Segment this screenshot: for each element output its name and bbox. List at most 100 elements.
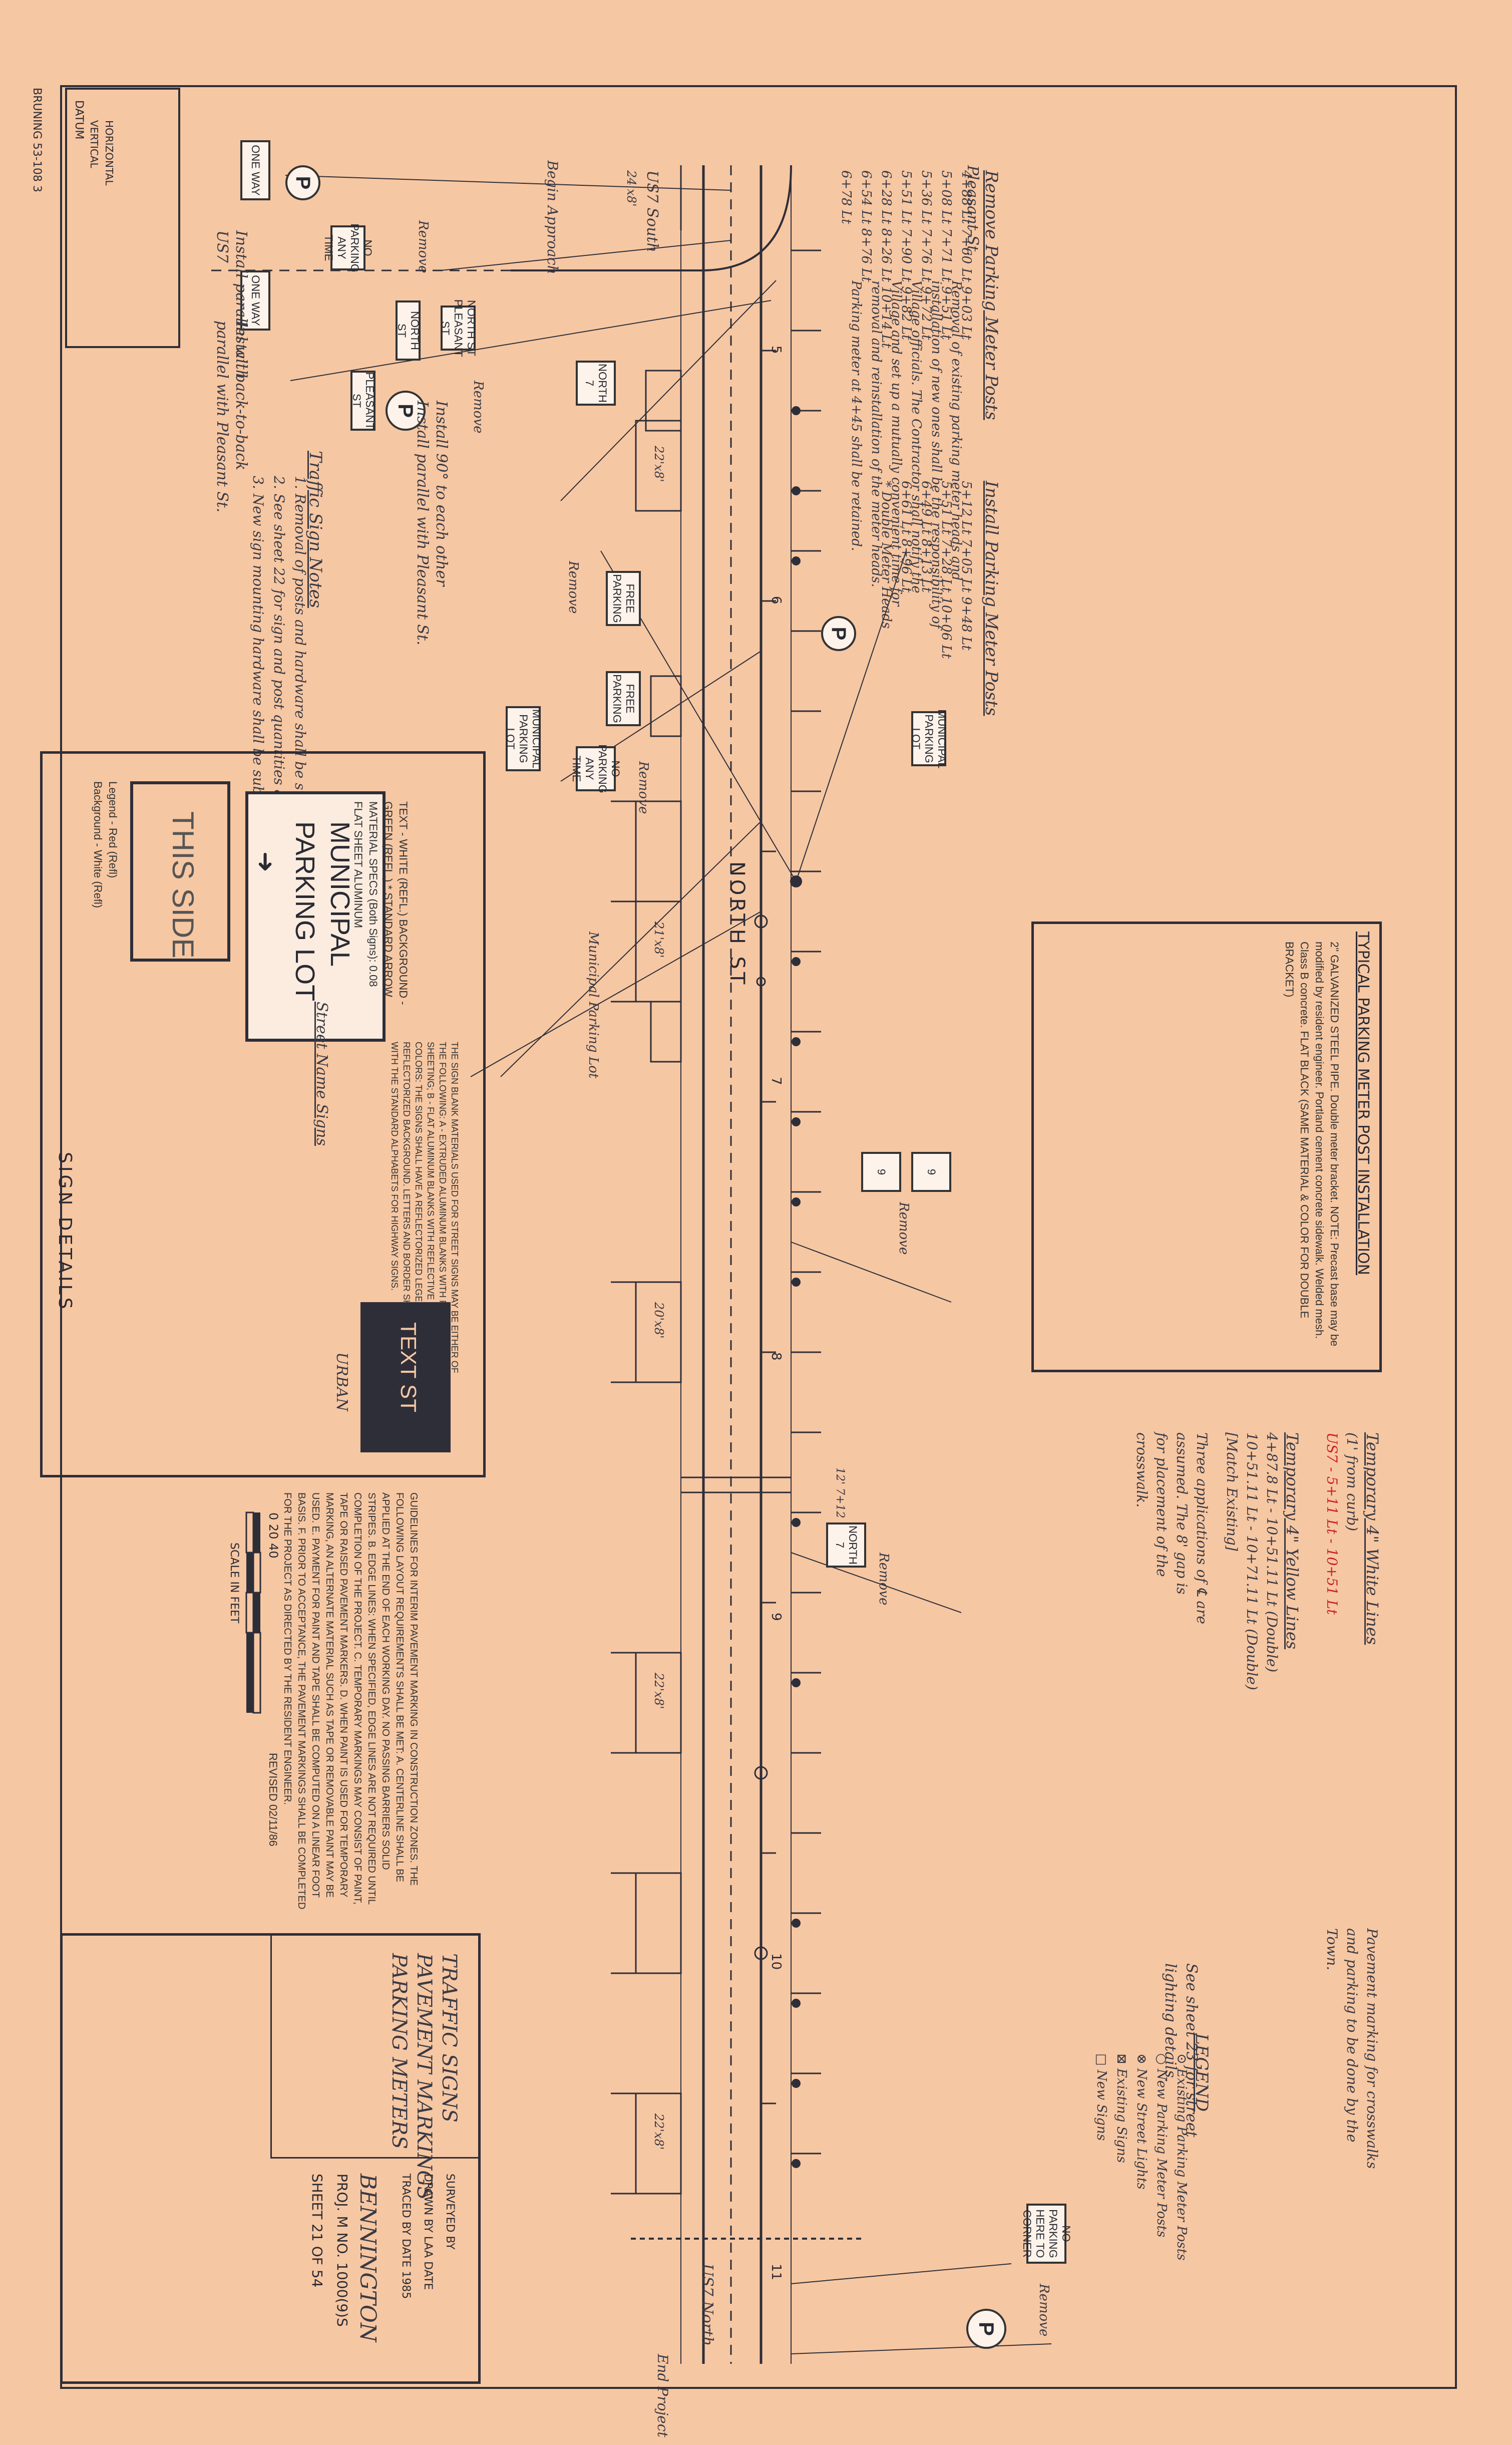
this-side-text: THIS SIDE — [166, 811, 200, 959]
station-ticks — [761, 350, 776, 2104]
applications-line-2: assumed. The 8' gap is — [1174, 1432, 1190, 1595]
legend-title: LEGEND — [1192, 2033, 1212, 2112]
install-note-3-line2: Install parallel with Pleasant St. — [414, 401, 431, 646]
municipal-detail-arrow: ➜ — [251, 851, 280, 872]
revised-note: REVISED 02/11/86 — [267, 1753, 279, 1847]
station-9: 9 — [769, 1613, 784, 1621]
temp-white-lines: (1' from curb) US7 - 5+11 Lt - 10+51 Lt — [1322, 1432, 1362, 1615]
legend-new-meter: ○ New Parking Meter Posts — [1154, 2053, 1169, 2238]
install-note-2-line2: parallel with Pleasant St. — [213, 321, 231, 513]
station-7: 7 — [769, 1077, 784, 1085]
temp-yellow-lines-title: Temporary 4" Yellow Lines — [1283, 1432, 1302, 1650]
three-applications-note: Three applications of ℄ are assumed. The… — [1131, 1432, 1212, 1624]
remove-label-7: Remove — [471, 381, 486, 434]
remove-label-4: Remove — [876, 1553, 891, 1606]
title-parking-meters: PARKING METERS — [388, 1953, 411, 2150]
install-note-3: Install 90° to each other Install parall… — [413, 401, 451, 646]
pleasant-st-street-sign: PLEASANT ST — [350, 371, 376, 431]
crosswalk-line-2: and parking to be done by the — [1344, 1928, 1360, 2143]
remove-label-1: Remove — [566, 561, 581, 614]
install-meter-posts-title: Install Parking Meter Posts — [981, 481, 1001, 716]
crosswalk-line-1: Pavement marking for crosswalks — [1364, 1928, 1380, 2169]
title-pavement-markings: PAVEMENT MARKINGS — [413, 1953, 436, 2200]
municipal-lot-sign-plan: MUNICIPAL PARKING LOT — [504, 706, 543, 771]
bay-dim-1: 24'x8' — [624, 170, 638, 207]
north-st-7-sign-2: NORTH 7 — [826, 1522, 866, 1568]
municipal-parking-lot-label: Municipal Parking Lot — [586, 932, 601, 1079]
municipal-detail-line2: PARKING LOT — [290, 821, 320, 1002]
us7-north-label: US7 North — [698, 2264, 716, 2346]
bay-dim-3: 21'x8' — [652, 922, 666, 958]
route-9-sign-2: 9 — [911, 1152, 951, 1192]
town-name: BENNINGTON — [355, 2174, 381, 2342]
urban-label: URBAN — [333, 1352, 350, 1411]
bay-dim-2: 22'x8' — [652, 446, 666, 482]
pleasant-st-curb — [511, 165, 792, 271]
municipal-lot-sign-2: MUNICIPAL PARKING LOT — [910, 709, 948, 769]
north-st-label: NORTH ST — [725, 861, 748, 988]
crosswalk-line-3: Town. — [1324, 1928, 1340, 1971]
bay-dim-6: 22'x8' — [652, 2113, 666, 2150]
install-note-3-line1: Install 90° to each other — [433, 401, 450, 586]
pavement-guidelines-text: GUIDELINES FOR INTERIM PAVEMENT MARKING … — [282, 1492, 419, 1910]
north-st-street-sign: NORTH ST — [396, 300, 421, 361]
sheet-number: SHEET 21 OF 54 — [309, 2174, 325, 2288]
temp-white-line-1: (1' from curb) — [1344, 1432, 1360, 1532]
temp-white-lines-title: Temporary 4" White Lines — [1363, 1432, 1382, 1645]
applications-line-1: Three applications of ℄ are — [1194, 1432, 1210, 1624]
traced-by: TRACED BY DATE 1985 — [400, 2174, 412, 2299]
us7-south-label: US7 South — [643, 170, 661, 252]
one-way-sign-1: ONE WAY — [240, 140, 270, 200]
no-parking-symbol-sign-4: P — [966, 2309, 1006, 2349]
temp-yellow-line-1: 4+87.8 Lt - 10+51.11 Lt (Double) — [1264, 1432, 1280, 1673]
project-number: PROJ. M NO. 1000(9)S — [334, 2174, 350, 2327]
no-parking-here-sign: NO PARKING HERE TO CORNER — [1021, 2204, 1072, 2264]
north-st-7-sign: NORTH 7 — [576, 361, 616, 406]
remove-label-6: Remove — [416, 220, 431, 273]
legend-new-sign: □ New Signs — [1094, 2053, 1109, 2141]
end-project-label: End Project — [654, 2354, 671, 2437]
surveyed-by: SURVEYED BY — [444, 2174, 456, 2250]
crosswalk-dim: 12' 7+12 — [834, 1467, 846, 1518]
no-parking-symbol-sign-3: P — [285, 165, 320, 200]
remove-label-2: Remove — [636, 761, 651, 814]
this-side-legend: Legend - Red (Refl) — [107, 781, 119, 878]
bay-dim-5: 22'x8' — [652, 1673, 666, 1709]
crosswalk-note: Pavement marking for crosswalks and park… — [1322, 1928, 1382, 2169]
applications-line-4: crosswalk. — [1133, 1432, 1150, 1508]
temp-yellow-line-3: [Match Existing] — [1224, 1432, 1240, 1551]
scale-bar — [245, 1511, 261, 1714]
street-name-signs-title: Street Name Signs — [313, 1002, 330, 1146]
parking-meter-posts — [790, 406, 802, 2168]
title-block-fields: SURVEYED BY DRAWN BY LAA DATE TRACED BY … — [395, 2174, 461, 2299]
legend-existing-sign: ⊠ Existing Signs — [1114, 2053, 1129, 2163]
scale-labels: 0 20 40 — [266, 1512, 280, 1559]
free-parking-sign-1: FREE PARKING — [606, 571, 641, 626]
meter-removal-paragraph: Removal of existing parking meter heads … — [849, 280, 964, 629]
parking-bays-bottom — [635, 370, 682, 2195]
station-5: 5 — [769, 346, 784, 354]
this-side-background: Background - White (Refl) — [92, 781, 104, 908]
station-8: 8 — [769, 1352, 784, 1361]
pleasant-north-sign: NORTH ST PLEASANT ST — [439, 299, 478, 357]
text-st-sample-text: TEXT ST — [396, 1322, 421, 1413]
scale-caption: SCALE IN FEET — [228, 1543, 240, 1624]
title-traffic-signs: TRAFFIC SIGNS — [438, 1953, 461, 2122]
legend-items: ⊙ Existing Parking Meter Posts ○ New Par… — [1091, 2053, 1192, 2261]
drawn-by: DRAWN BY LAA DATE — [422, 2174, 434, 2290]
station-11: 11 — [769, 2264, 784, 2281]
begin-approach-label: Begin Approach — [544, 160, 561, 274]
route-9-sign-1: 9 — [861, 1152, 901, 1192]
street-lights — [754, 914, 768, 1960]
free-parking-sign-2: FREE PARKING — [606, 671, 641, 726]
install-note-2: Install back-to-back parallel with Pleas… — [212, 321, 250, 512]
temp-yellow-line-2: 10+51.11 Lt - 10+71.11 Lt (Double) — [1244, 1432, 1260, 1690]
station-10: 10 — [769, 1953, 784, 1970]
parking-lines-bottom — [611, 800, 636, 2195]
remove-label-5: Remove — [1036, 2284, 1051, 2337]
parking-stalls-top — [791, 249, 821, 2155]
no-parking-sign-left: NO PARKING ANY TIME — [322, 223, 374, 272]
